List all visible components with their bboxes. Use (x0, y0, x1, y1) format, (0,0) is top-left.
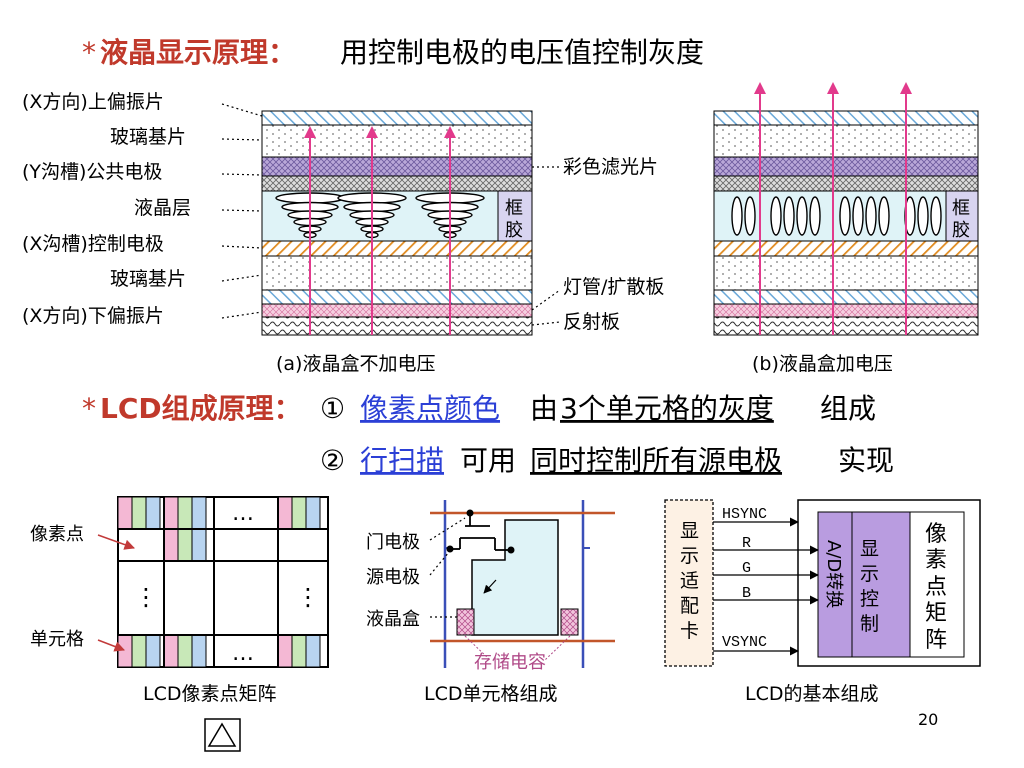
card-char-1: 显 (680, 520, 699, 542)
layer-labels: (X方向)上偏振片 玻璃基片 (Y沟槽)公共电极 液晶层 (X沟槽)控制电极 玻… (22, 91, 191, 327)
label-glass-bottom: 玻璃基片 (110, 268, 186, 290)
label-cell: 单元格 (30, 629, 84, 650)
dots-v-right: ⋮ (296, 583, 320, 611)
caption-basic: LCD的基本组成 (745, 683, 878, 705)
lcd-cell-stack-b: 框 胶 (713, 82, 979, 336)
right-leaders (531, 166, 562, 326)
caption-cell: LCD单元格组成 (424, 683, 557, 705)
text-control-source: 同时控制所有源电极 (530, 444, 782, 477)
card-char-4: 配 (680, 595, 699, 617)
slide-title: * 液晶显示原理： 用控制电极的电压值控制灰度 (82, 36, 704, 69)
text-can-use: 可用 (460, 444, 516, 477)
frame-glue-b-1: 框 (952, 198, 970, 219)
page-number: 20 (918, 710, 938, 729)
link-row-scan[interactable]: 行扫描 (360, 444, 444, 477)
label-gate: 门电极 (366, 532, 420, 553)
ad-converter: A/D转换 (823, 540, 844, 608)
label-pixel: 像素点 (30, 524, 84, 545)
mat-char-2: 素 (925, 548, 947, 573)
dots-v-left: ⋮ (134, 583, 158, 611)
lcd-principle: * LCD组成原理： ① 像素点颜色 由 3个单元格的灰度 组成 ② 行扫描 可… (82, 392, 894, 477)
lcd-cell-stack-a: 框 胶 (261, 110, 533, 336)
ctrl-char-4: 制 (860, 613, 879, 635)
card-char-5: 卡 (680, 620, 699, 642)
triangle-icon[interactable] (204, 718, 241, 752)
text-compose: 组成 (820, 392, 876, 425)
label-color-filter: 彩色滤光片 (563, 156, 658, 178)
light-arrows-a (304, 126, 456, 335)
caption-a: (a)液晶盒不加电压 (276, 353, 435, 375)
label-source: 源电极 (366, 567, 420, 588)
lcd-star: * (82, 392, 96, 425)
signal-vsync: VSYNC (722, 634, 767, 651)
signal-hsync: HSYNC (722, 506, 767, 523)
label-lamp-diffuser: 灯管/扩散板 (563, 276, 664, 298)
ctrl-char-1: 显 (860, 538, 879, 560)
text-implement: 实现 (838, 444, 894, 477)
tft-transistor (450, 513, 510, 551)
ctrl-char-2: 示 (860, 563, 879, 585)
mat-char-5: 阵 (925, 628, 947, 653)
label-storage-cap: 存储电容 (474, 652, 546, 673)
leader-lines (221, 103, 263, 319)
label-lc-layer: 液晶层 (134, 197, 191, 219)
label-reflector: 反射板 (563, 311, 620, 333)
mat-char-3: 点 (925, 575, 947, 600)
mat-char-1: 像 (925, 522, 947, 547)
mat-char-4: 矩 (925, 601, 947, 626)
frame-glue-a-1: 框 (505, 198, 523, 219)
caption-matrix: LCD像素点矩阵 (143, 683, 276, 705)
text-by: 由 (530, 392, 558, 425)
lcd-basic-block: 显 示 适 配 卡 A/D转换 显 示 控 制 像 素 点 矩 阵 (664, 499, 981, 705)
title-star: * (82, 36, 96, 69)
ctrl-char-3: 控 (860, 588, 879, 610)
dots-h-top: … (232, 501, 254, 526)
lcd-cell-schematic: 门电极 源电极 液晶盒 存储电容 LCD单元格组成 (366, 500, 615, 705)
link-pixel-color[interactable]: 像素点颜色 (360, 392, 500, 425)
title-desc: 用控制电极的电压值控制灰度 (340, 36, 704, 69)
pixel-matrix: … … ⋮ ⋮ 像素点 单元格 LCD像素点矩阵 (30, 496, 329, 705)
signal-r: R (742, 535, 751, 552)
label-control-electrode: (X沟槽)控制电极 (22, 233, 164, 255)
dots-h-bottom: … (232, 641, 254, 666)
caption-b: (b)液晶盒加电压 (752, 353, 893, 375)
lcd-label: LCD组成原理： (100, 392, 302, 425)
signal-g: G (742, 560, 751, 577)
text-three-cells: 3个单元格的灰度 (560, 392, 774, 425)
twisted-lc-molecules (275, 192, 485, 239)
frame-glue-a-2: 胶 (505, 220, 523, 241)
label-lower-polarizer: (X方向)下偏振片 (22, 305, 164, 327)
title-label: 液晶显示原理： (100, 36, 296, 69)
card-char-3: 适 (680, 570, 699, 592)
aligned-lc-molecules (731, 196, 942, 236)
circle-two: ② (320, 444, 345, 477)
signal-b: B (742, 585, 751, 602)
circle-one: ① (320, 392, 345, 425)
card-char-2: 示 (680, 545, 699, 567)
label-upper-polarizer: (X方向)上偏振片 (22, 91, 164, 113)
label-common-electrode: (Y沟槽)公共电极 (22, 161, 162, 183)
label-lc-box: 液晶盒 (366, 609, 420, 630)
light-arrows-b (754, 82, 912, 335)
label-glass-top: 玻璃基片 (110, 126, 186, 148)
frame-glue-b-2: 胶 (952, 220, 970, 241)
